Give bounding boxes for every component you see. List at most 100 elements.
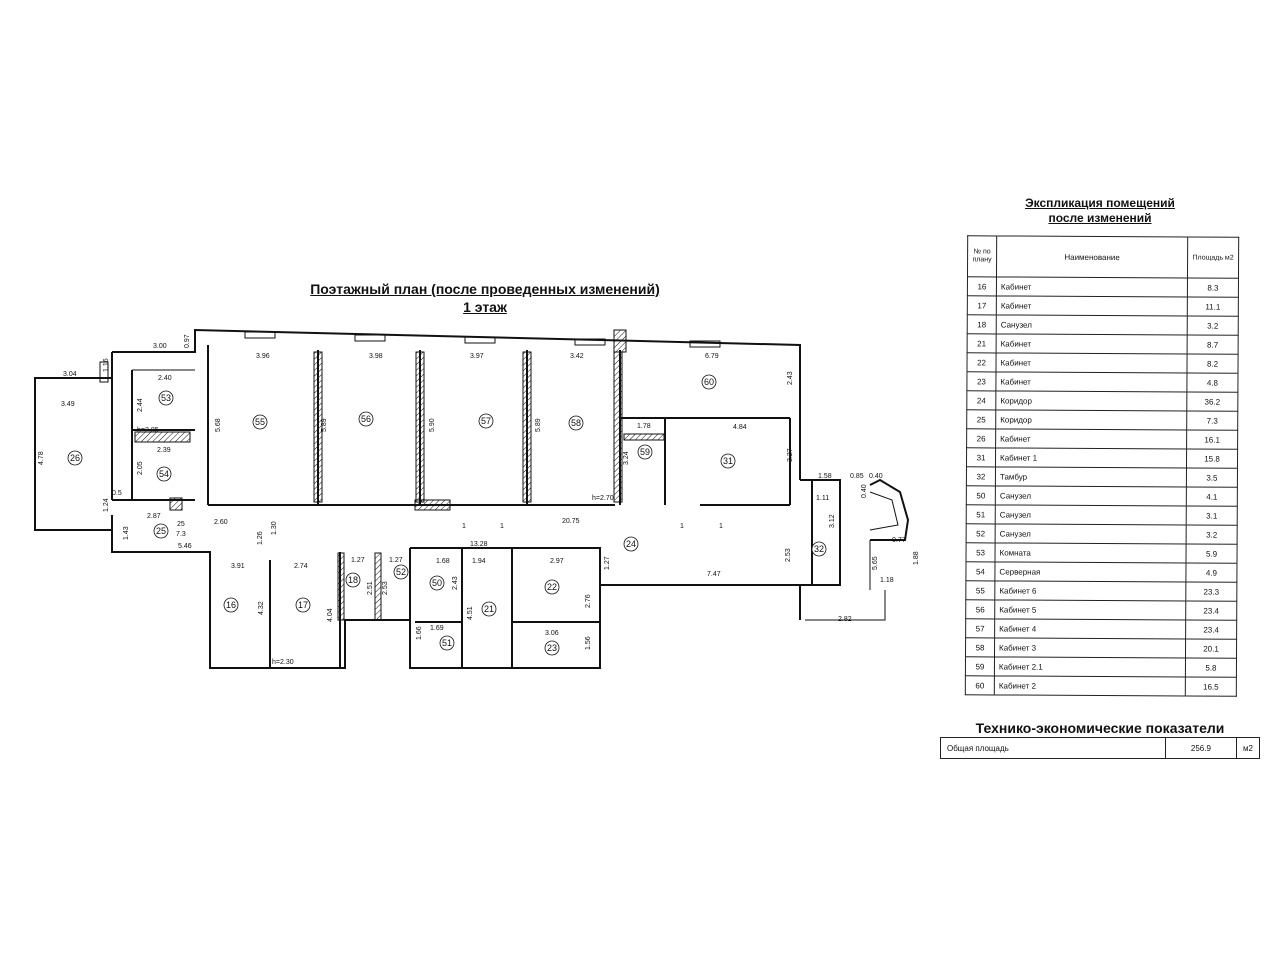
explication-cell-name: Кабинет 4 [994,618,1186,639]
dim-label: 3.06 [545,630,559,637]
dim-label: 4.32 [258,601,265,615]
explication-cell-name: Кабинет 5 [994,599,1186,620]
dim-label: 2.39 [157,447,171,454]
dim-label: 1.69 [430,625,444,632]
dim-label: 2.51 [367,581,374,595]
header-name: Наименование [996,235,1188,278]
room-label: 21 [484,604,494,614]
explication-cell-area: 7.3 [1186,410,1238,431]
dim-label: 3.49 [61,401,75,408]
explication-cell-num: 17 [967,295,997,315]
dim-label: 1.68 [436,558,450,565]
explication-cell-name: Коридор [995,409,1187,430]
room-circle [295,597,311,613]
dim-label: 2.82 [838,616,852,623]
explication-cell-area: 20.1 [1185,638,1237,659]
room-label: 26 [70,453,80,463]
floor-plan: 3.00 0.97 3.96 3.98 3.97 3.42 6.79 3.04 … [34,328,920,669]
room-circle [568,415,584,431]
room-circle [393,564,409,580]
explication-cell-area: 3.2 [1186,524,1238,545]
dim-label: 1 [462,523,466,530]
dim-label: 0.85 [850,473,864,480]
room-label: 16 [226,600,236,610]
dim-label: 1.88 [913,551,920,565]
explication-cell-num: 26 [966,428,996,448]
explication-cell-name: Санузел [995,485,1187,506]
room-circle [345,572,361,588]
explication-cell-name: Кабинет [996,295,1188,316]
dim-label: h=2.70 [592,495,614,502]
room-label: 58 [571,418,581,428]
explication-title-line1: Экспликация помещений [1025,196,1175,210]
dim-label: 2.43 [787,371,794,385]
explication-cell-num: 51 [966,504,996,524]
room-circle [429,575,445,591]
room-label: 57 [481,416,491,426]
dim-label: 1.66 [416,626,423,640]
explication-cell-name: Кабинет 2.1 [994,656,1186,677]
room-circle [223,597,239,613]
dim-label: h=2.30 [272,659,294,666]
plan-room-labels: 16 17 18 21 22 23 24 25 26 31 32 50 51 5… [67,374,827,656]
room-label: 24 [626,539,636,549]
dim-label: 4.84 [733,424,747,431]
explication-cell-area: 4.1 [1186,486,1238,507]
room-label: 32 [814,544,824,554]
dim-label: 5.89 [535,418,542,432]
explication-cell-num: 58 [965,637,995,657]
dim-label: 3.98 [369,353,383,360]
explication-cell-area: 3.1 [1186,505,1238,526]
explication-cell-area: 8.7 [1187,334,1239,355]
explication-header-row: № по плану Наименование Площадь м2 [967,235,1239,279]
dim-label: h=2.85 [137,427,159,434]
explication-cell-name: Кабинет 3 [994,637,1186,658]
dim-label: 3.00 [153,343,167,350]
room-circle [701,374,717,390]
dim-label: 7.3 [176,531,186,538]
explication-cell-area: 23.3 [1185,581,1237,602]
room-label: 50 [432,578,442,588]
dim-label: 3.27 [787,448,794,462]
explication-cell-name: Кабинет 2 [994,675,1186,696]
dim-label: 1.27 [389,557,403,564]
dim-label: 1.27 [604,556,611,570]
explication-cell-name: Тамбур [995,466,1187,487]
dim-label: 7.47 [707,571,721,578]
dim-label: 1.18 [880,577,894,584]
explication-cell-num: 31 [966,447,996,467]
room-circle [544,640,560,656]
dim-label: 1.24 [103,498,110,512]
dim-label: 3.91 [231,563,245,570]
dim-label: 3.96 [256,353,270,360]
explication-cell-area: 23.4 [1185,619,1237,640]
room-label: 54 [159,469,169,479]
tep-title: Технико-экономические показатели [975,720,1225,736]
dim-label: 2.05 [137,461,144,475]
tep-value: 256.9 [1164,737,1238,759]
dim-label: 5.46 [178,543,192,550]
explication-cell-num: 54 [965,561,995,581]
room-label: 31 [723,456,733,466]
plan-title: Поэтажный план (после проведенных измене… [270,280,700,316]
explication-cell-area: 11.1 [1187,296,1239,317]
tep-unit: м2 [1236,737,1260,759]
dim-label: 13.28 [470,541,488,548]
room-label: 17 [298,600,308,610]
room-circle [252,414,268,430]
explication-cell-name: Санузел [995,504,1187,525]
explication-cell-area: 15.8 [1186,448,1238,469]
dim-label: 1.94 [472,558,486,565]
